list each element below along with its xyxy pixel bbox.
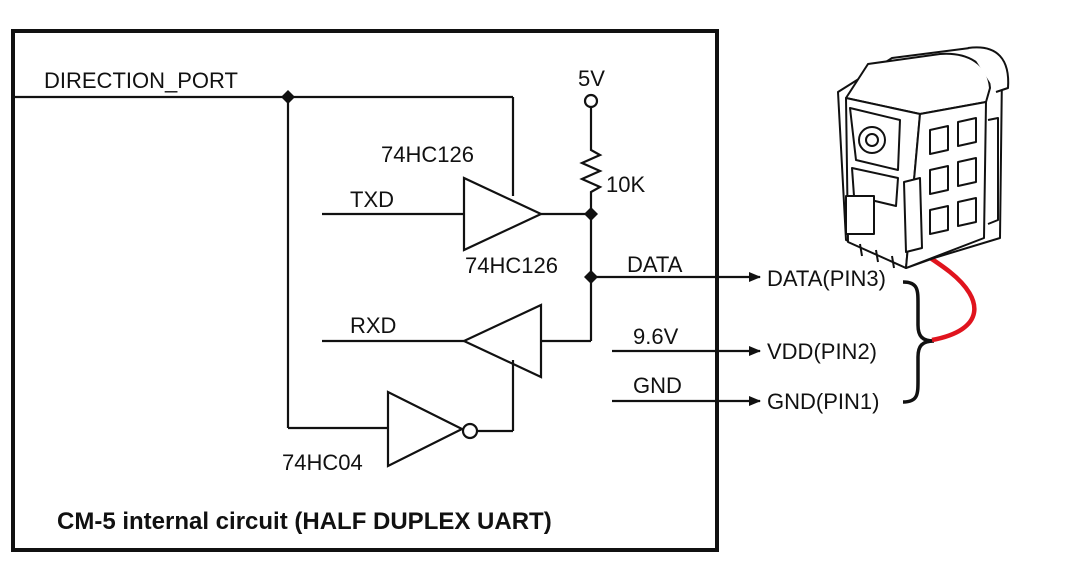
tx-buffer	[462, 176, 544, 252]
vdd-label: 9.6V	[633, 324, 679, 349]
rx-buffer-label: 74HC126	[465, 253, 558, 278]
vdd-pin-label: VDD(PIN2)	[767, 339, 877, 364]
pin-brace	[902, 280, 935, 404]
cm5-box	[11, 29, 719, 552]
resistor-label: 10K	[606, 172, 645, 197]
data-pin-label: DATA(PIN3)	[767, 266, 886, 291]
supply-terminal	[583, 93, 599, 109]
data-label: DATA	[627, 252, 683, 277]
servo-motor-icon	[837, 46, 1010, 269]
box-title: CM-5 internal circuit (HALF DUPLEX UART)	[57, 508, 552, 535]
rx-buffer	[461, 303, 543, 379]
rxd-label: RXD	[350, 313, 396, 338]
inverter-bubble	[461, 422, 479, 440]
txd-label: TXD	[350, 187, 394, 212]
inverter-label: 74HC04	[282, 450, 363, 475]
tx-buffer-label: 74HC126	[381, 142, 474, 167]
gnd-pin-label: GND(PIN1)	[767, 389, 879, 414]
gnd-label: GND	[633, 373, 682, 398]
direction-port-label: DIRECTION_PORT	[44, 68, 238, 93]
inverter-gate	[386, 390, 465, 468]
supply-5v-label: 5V	[578, 66, 605, 91]
resistor-10k	[579, 140, 603, 214]
